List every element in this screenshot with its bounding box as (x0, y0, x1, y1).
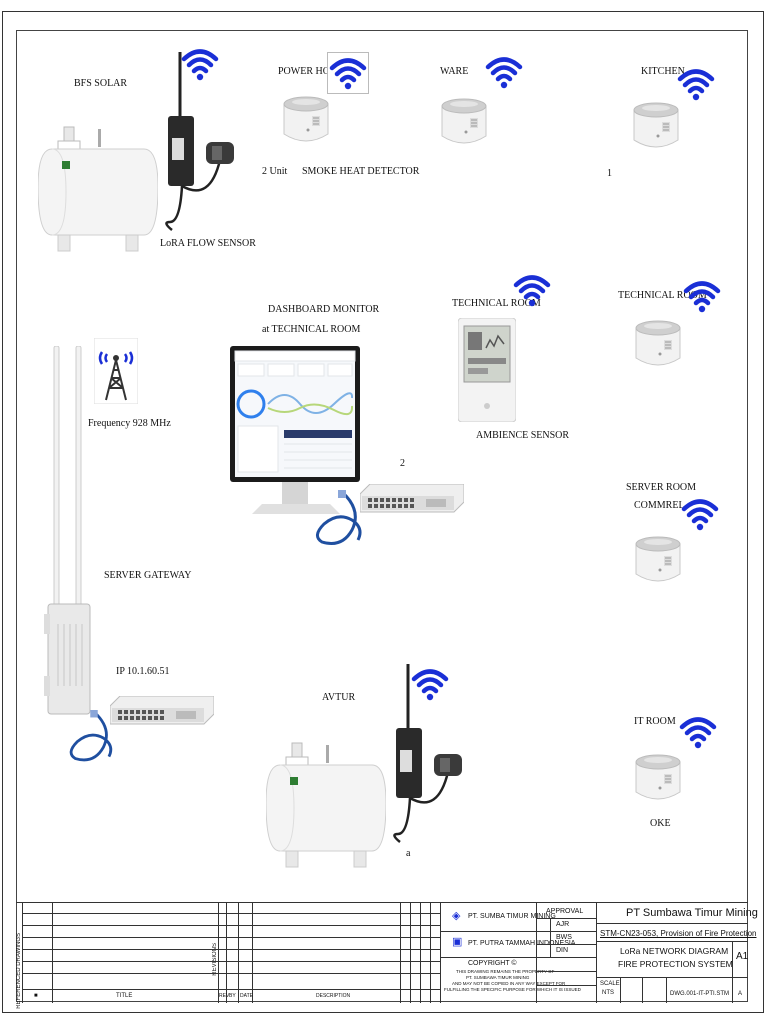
label-avtur-count: a (406, 848, 411, 859)
col-description: DESCRIPTION (316, 993, 351, 999)
label-server-gateway: SERVER GATEWAY (104, 570, 192, 581)
drawing-number: DWG.001-IT-PTI.STM (670, 991, 730, 997)
label-kitchen-count: 1 (607, 168, 612, 179)
server-gateway-device (44, 346, 91, 715)
label-at-technical-room: at TECHNICAL ROOM (262, 324, 361, 335)
ambience-sensor-device (458, 318, 516, 422)
label-bfs-solar: BFS SOLAR (74, 78, 128, 89)
scale-label: SCALE (600, 981, 620, 987)
label-ambience-sensor: AMBIENCE SENSOR (476, 430, 570, 441)
drawing-frame (16, 30, 748, 1002)
wifi-icon (682, 276, 722, 316)
owner-company-2: PT. PUTRA TAMMAH INDONESIA (468, 940, 576, 947)
smoke-heat-detector-icon (436, 92, 492, 152)
fuel-tank-avtur (266, 740, 386, 876)
col-date: DATE (240, 993, 253, 999)
drawing-sheet (2, 11, 764, 1013)
dashboard-monitor-illustration (230, 346, 360, 514)
drawing-title-1: LoRa NETWORK DIAGRAM (620, 946, 729, 956)
label-power-house: POWER HOUSE (278, 66, 349, 77)
company-name: PT Sumbawa Timur Mining (626, 907, 758, 919)
revision-letter: A (738, 991, 743, 997)
smoke-heat-detector-icon (630, 748, 686, 808)
label-frequency: Frequency 928 MHz (88, 418, 171, 429)
col-rev: REV (219, 993, 230, 999)
label-server-room: SERVER ROOM (626, 482, 697, 493)
label-technical-room-detector: TECHNICAL ROOM (618, 290, 707, 301)
approval-heading: APPROVAL (546, 908, 584, 915)
col-by: BY (229, 993, 236, 999)
wifi-icon (327, 52, 369, 94)
wifi-icon (680, 494, 720, 534)
label-smoke-heat-detector: SMOKE HEAT DETECTOR (302, 166, 420, 177)
radio-tower-icon (94, 338, 138, 404)
label-dashboard-monitor: DASHBOARD MONITOR (268, 304, 380, 315)
scale-value: NTS (602, 990, 614, 996)
wifi-icon (180, 44, 220, 84)
project-name: STM-CN23-053, Provision of Fire Protecti… (600, 929, 757, 938)
smoke-heat-detector-icon (628, 96, 684, 156)
smoke-heat-detector-icon (278, 90, 334, 150)
label-unit-count: 2 Unit (262, 166, 288, 177)
label-technical-room-ambience: TECHNICAL ROOM (452, 298, 541, 309)
label-ware: WARE (440, 66, 469, 77)
drawing-title-2: FIRE PROTECTION SYSTEM (618, 959, 733, 969)
drawn-by: AJR (556, 921, 570, 928)
sheet-size: A1 (736, 951, 749, 962)
fuel-tank-bfs-solar (38, 124, 158, 260)
col-title: TITLE (116, 993, 133, 999)
label-commrel: COMMREL (634, 500, 685, 511)
smoke-heat-detector-icon (630, 314, 686, 374)
label-switch-count: 2 (400, 458, 405, 469)
network-switch-gateway (110, 696, 214, 726)
label-it-room: IT ROOM (634, 716, 676, 727)
network-switch-technical-room (360, 484, 464, 514)
owner-company-1: PT. SUMBA TIMUR MINING (468, 913, 556, 920)
wifi-icon (512, 270, 552, 310)
label-lora-flow-sensor: LoRA FLOW SENSOR (160, 238, 256, 249)
wifi-icon (484, 52, 524, 92)
wifi-icon (410, 664, 450, 704)
designed-by: DIN (556, 947, 569, 954)
smoke-heat-detector-icon (630, 530, 686, 590)
wifi-icon (678, 712, 718, 752)
label-ip-address: IP 10.1.60.51 (116, 666, 170, 677)
label-kitchen: KITCHEN (641, 66, 685, 77)
copyright-heading: COPYRIGHT © (468, 960, 517, 967)
label-avtur: AVTUR (322, 692, 356, 703)
label-oke: OKE (650, 818, 671, 829)
checked-by: BWS (556, 934, 572, 941)
title-block: REFERENCED DRAWINGS REVISIONS ■ TITLE RE… (16, 902, 758, 1009)
